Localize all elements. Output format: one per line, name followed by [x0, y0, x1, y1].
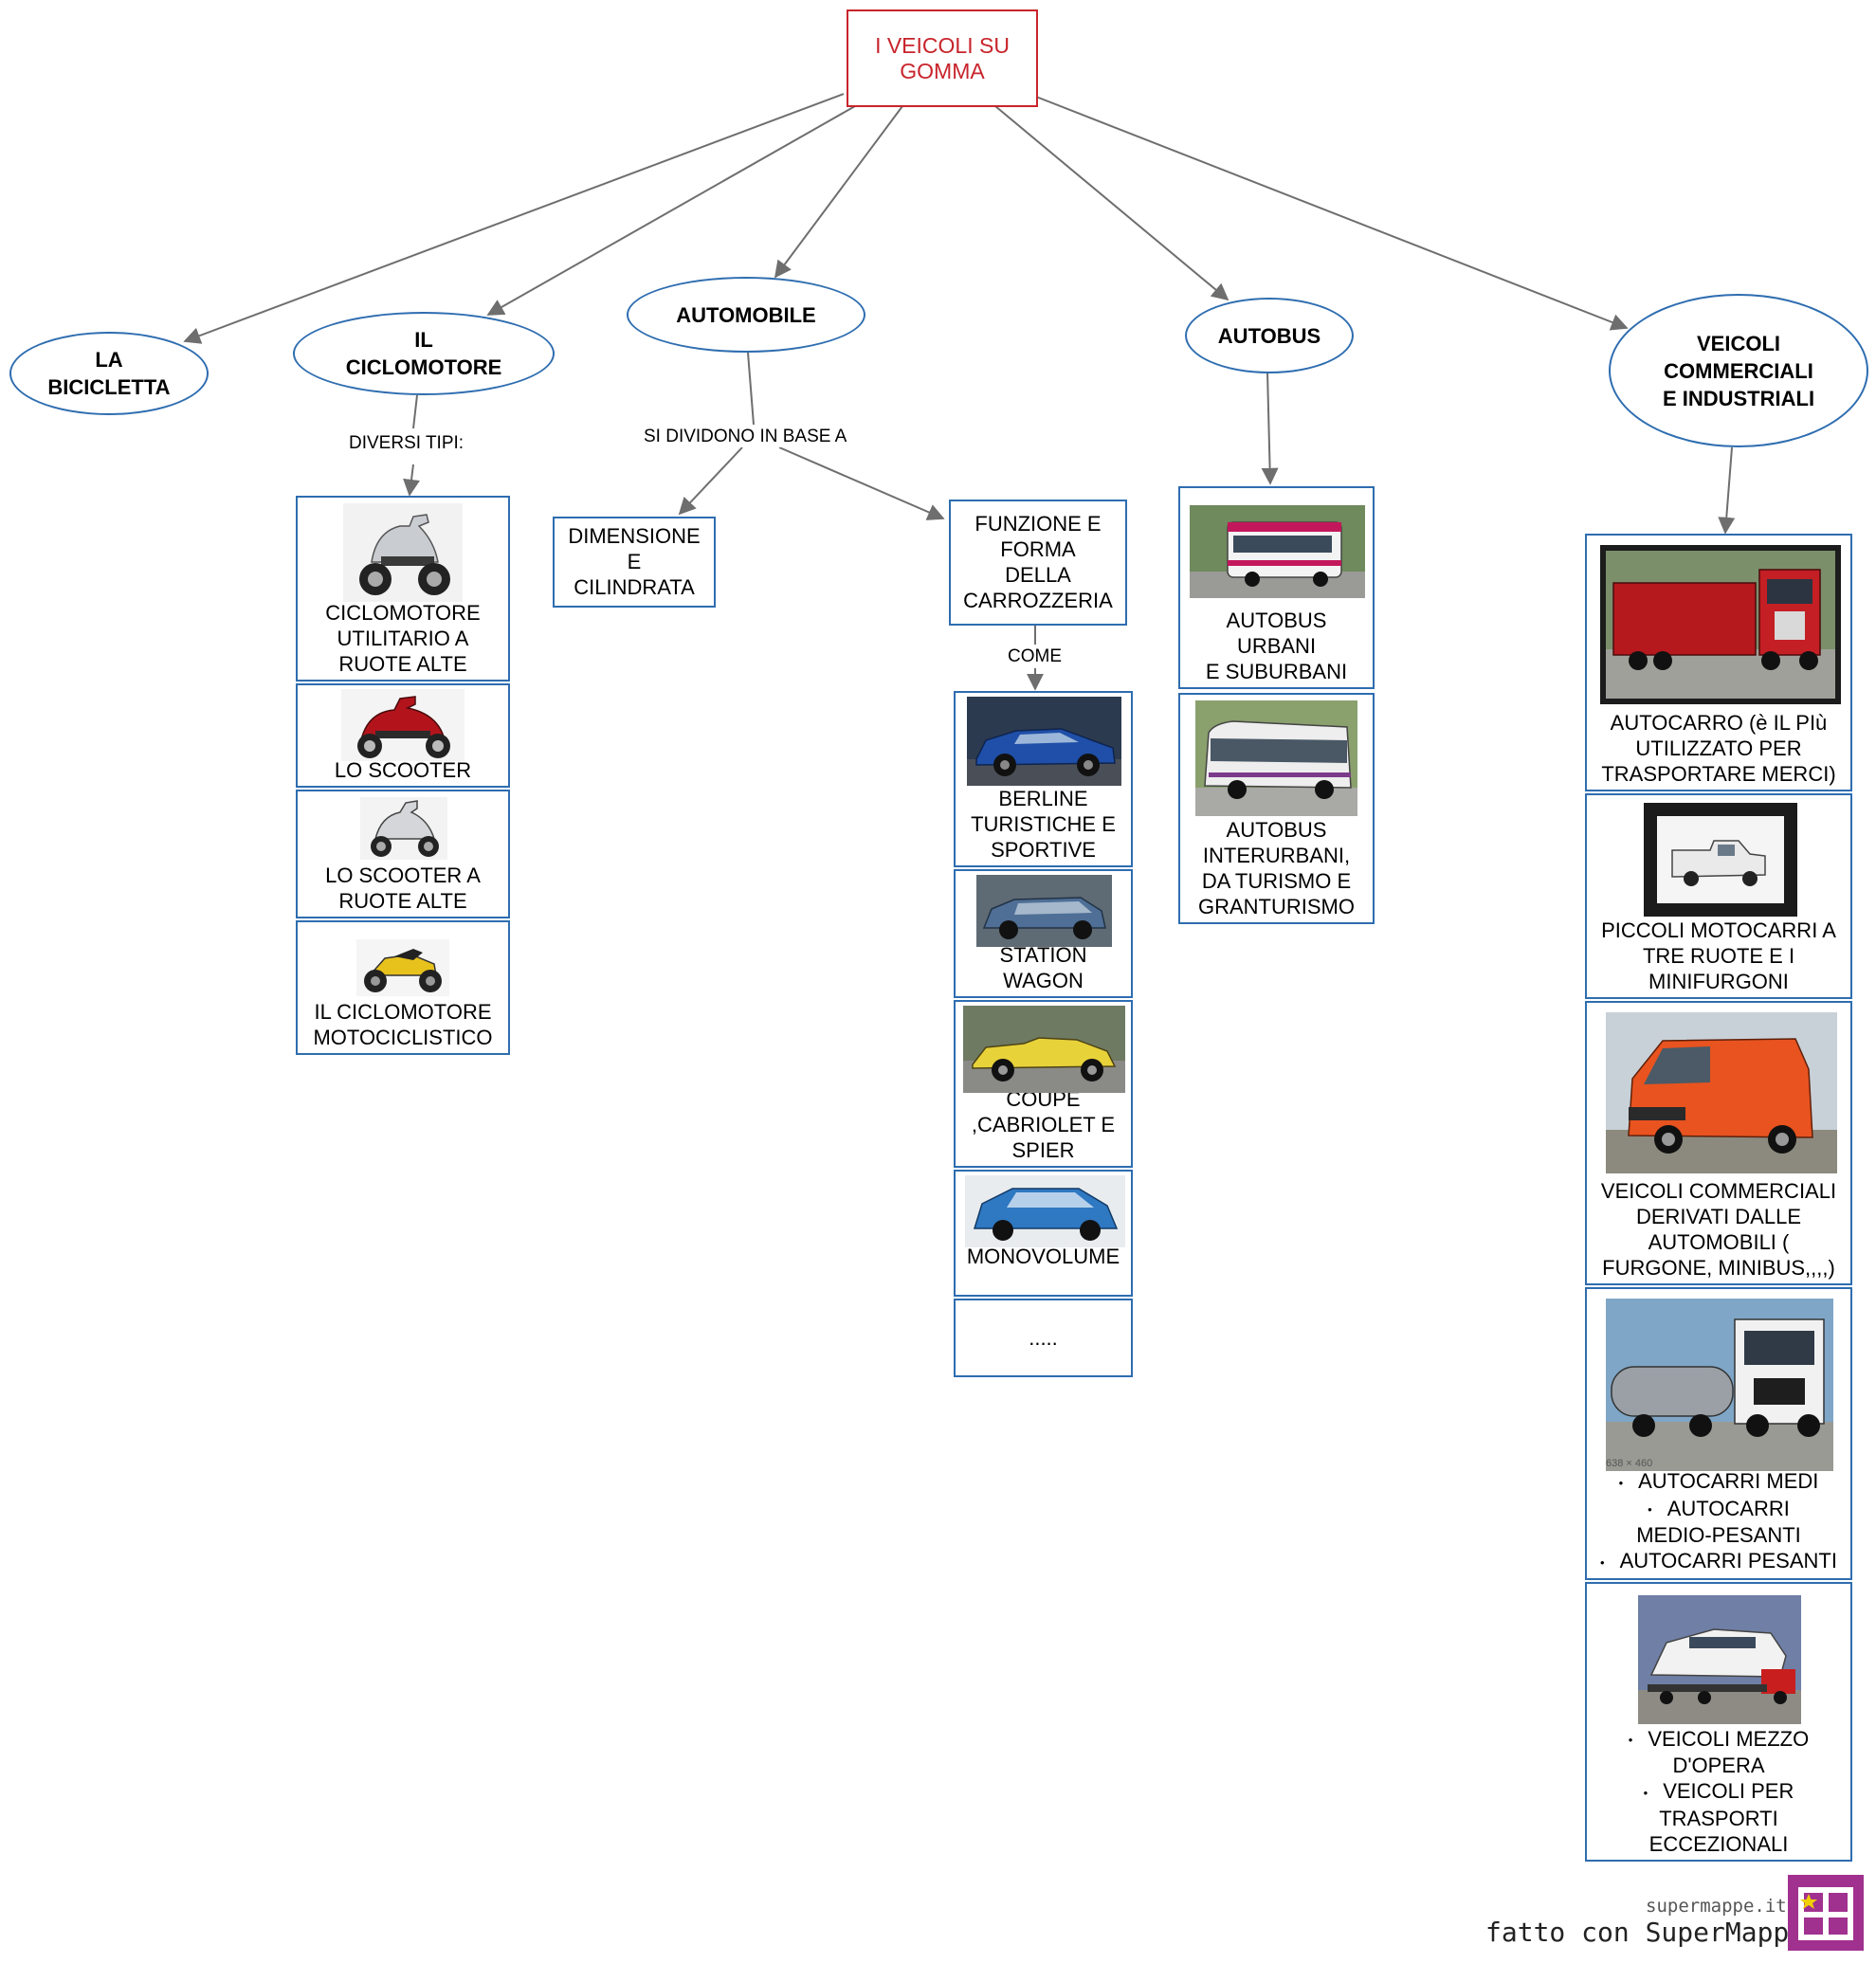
- commercial-motocarri[interactable]: PICCOLI MOTOCARRI A TRE RUOTE E I MINIFU…: [1585, 793, 1852, 999]
- autocarri-item: AUTOCARRI MEDI: [1600, 1468, 1837, 1496]
- scooter-red-icon: [341, 689, 464, 761]
- speciali-item: VEICOLI PER TRASPORTI ECCEZIONALI: [1629, 1778, 1809, 1857]
- tanker-size-caption: 638 × 460: [1606, 1458, 1653, 1469]
- commercial-autocarro[interactable]: AUTOCARRO (è IL PIù UTILIZZATO PER TRASP…: [1585, 534, 1852, 791]
- commercial-derivati-label: VEICOLI COMMERCIALI DERIVATI DALLE AUTOM…: [1600, 1179, 1837, 1280]
- ciclomotore-type-4-label: IL CICLOMOTORE MOTOCICLISTICO: [313, 1000, 493, 1049]
- ciclomotore-type-2[interactable]: LO SCOOTER: [296, 683, 510, 788]
- ciclomotore-type-3-label: LO SCOOTER A RUOTE ALTE: [325, 863, 481, 913]
- mini-truck-icon: [1644, 803, 1797, 917]
- link-label-come: COME: [1005, 646, 1065, 667]
- edge-root-bicicletta: [183, 93, 845, 344]
- tanker-truck-icon: [1606, 1299, 1833, 1471]
- car-type-monovolume[interactable]: MONOVOLUME: [954, 1170, 1133, 1297]
- boat-transport-icon: [1638, 1595, 1801, 1724]
- speciali-list: VEICOLI MEZZO D'OPERA VEICOLI PER TRASPO…: [1629, 1726, 1809, 1857]
- edge-label-dimensione: [678, 446, 743, 516]
- commercial-autocarri[interactable]: 638 × 460 AUTOCARRI MEDI AUTOCARRI MEDIO…: [1585, 1287, 1852, 1580]
- maxi-scooter-icon: [360, 797, 447, 860]
- sedan-car-icon: [967, 697, 1121, 786]
- node-bicicletta[interactable]: LA BICICLETTA: [9, 332, 209, 415]
- car-type-coupe[interactable]: COUPE ,CABRIOLET E SPIER: [954, 1000, 1133, 1168]
- edge-label-types: [403, 463, 420, 497]
- station-wagon-icon: [976, 875, 1112, 947]
- node-commerciali-label: VEICOLI COMMERCIALI E INDUSTRIALI: [1662, 331, 1815, 410]
- edge-commerciali-types: [1718, 446, 1736, 535]
- car-type-monovolume-label: MONOVOLUME: [966, 1245, 1120, 1268]
- edge-autobus-types: [1261, 371, 1279, 485]
- car-type-berline-label: BERLINE TURISTICHE E SPORTIVE: [971, 787, 1116, 862]
- autocarri-item: AUTOCARRI PESANTI: [1600, 1548, 1837, 1575]
- criterion-dimensione[interactable]: DIMENSIONE E CILINDRATA: [553, 517, 716, 608]
- node-autobus[interactable]: AUTOBUS: [1185, 298, 1354, 373]
- node-automobile-label: AUTOMOBILE: [676, 302, 816, 327]
- ciclomotore-type-1[interactable]: CICLOMOTORE UTILITARIO A RUOTE ALTE: [296, 496, 510, 682]
- footer-site[interactable]: supermappe.it: [1646, 1896, 1787, 1917]
- edge-root-autobus: [994, 105, 1229, 301]
- autocarri-list: AUTOCARRI MEDI AUTOCARRI MEDIO-PESANTI A…: [1600, 1468, 1837, 1575]
- link-label-diversi-tipi: DIVERSI TIPI:: [346, 433, 467, 454]
- bus-type-interurbani-label: AUTOBUS INTERURBANI, DA TURISMO E GRANTU…: [1198, 818, 1355, 918]
- bus-type-urbani[interactable]: AUTOBUS URBANI E SUBURBANI: [1178, 486, 1375, 689]
- ciclomotore-type-2-label: LO SCOOTER: [334, 758, 472, 782]
- edge-automobile-label: [747, 352, 755, 426]
- edge-ciclomotore-label: [412, 394, 418, 429]
- sport-motorcycle-icon: [356, 939, 449, 996]
- minivan-icon: [965, 1175, 1125, 1247]
- scooter-silver-icon: [343, 503, 463, 602]
- truck-trailer-icon: [1600, 545, 1841, 704]
- commercial-speciali[interactable]: VEICOLI MEZZO D'OPERA VEICOLI PER TRASPO…: [1585, 1582, 1852, 1862]
- ciclomotore-type-1-label: CICLOMOTORE UTILITARIO A RUOTE ALTE: [325, 601, 481, 676]
- ciclomotore-type-3[interactable]: LO SCOOTER A RUOTE ALTE: [296, 790, 510, 918]
- edge-label-funzione: [778, 446, 945, 520]
- car-type-coupe-label: COUPE ,CABRIOLET E SPIER: [971, 1087, 1116, 1162]
- node-ciclomotore-label: IL CICLOMOTORE: [345, 328, 502, 379]
- node-autobus-label: AUTOBUS: [1217, 323, 1321, 348]
- root-node[interactable]: I VEICOLI SU GOMMA: [847, 9, 1038, 107]
- link-label-si-dividono: SI DIVIDONO IN BASE A: [641, 427, 850, 447]
- criterion-dimensione-label: DIMENSIONE E CILINDRATA: [568, 524, 701, 599]
- car-type-berline[interactable]: BERLINE TURISTICHE E SPORTIVE: [954, 691, 1133, 867]
- van-icon: [1606, 1012, 1837, 1173]
- car-type-station-wagon[interactable]: STATION WAGON: [954, 869, 1133, 998]
- convertible-car-icon: [963, 1006, 1125, 1093]
- criterion-funzione[interactable]: FUNZIONE E FORMA DELLA CARROZZERIA: [949, 500, 1127, 626]
- speciali-item: VEICOLI MEZZO D'OPERA: [1629, 1726, 1809, 1779]
- bus-type-urbani-label: AUTOBUS URBANI E SUBURBANI: [1205, 609, 1348, 683]
- commercial-autocarro-label: AUTOCARRO (è IL PIù UTILIZZATO PER TRASP…: [1601, 711, 1836, 786]
- autocarri-item: AUTOCARRI MEDIO-PESANTI: [1600, 1496, 1837, 1549]
- car-type-station-wagon-label: STATION WAGON: [999, 943, 1087, 992]
- edge-root-ciclomotore: [486, 105, 856, 316]
- bus-type-interurbani[interactable]: AUTOBUS INTERURBANI, DA TURISMO E GRANTU…: [1178, 693, 1375, 924]
- footer-made-with: fatto con SuperMappe: [1485, 1917, 1806, 1948]
- commercial-derivati[interactable]: VEICOLI COMMERCIALI DERIVATI DALLE AUTOM…: [1585, 1001, 1852, 1285]
- node-ciclomotore[interactable]: IL CICLOMOTORE: [293, 312, 555, 395]
- node-automobile[interactable]: AUTOMOBILE: [627, 277, 865, 353]
- edge-root-commerciali: [1035, 96, 1629, 331]
- car-type-more[interactable]: .....: [954, 1299, 1133, 1377]
- city-bus-icon: [1190, 505, 1365, 598]
- supermappe-logo-icon[interactable]: [1788, 1875, 1864, 1951]
- car-type-more-label: .....: [1029, 1325, 1058, 1350]
- ciclomotore-type-4[interactable]: IL CICLOMOTORE MOTOCICLISTICO: [296, 920, 510, 1055]
- node-commerciali[interactable]: VEICOLI COMMERCIALI E INDUSTRIALI: [1609, 294, 1868, 447]
- edge-root-automobile: [774, 105, 903, 279]
- root-title: I VEICOLI SU GOMMA: [875, 32, 1010, 83]
- criterion-funzione-label: FUNZIONE E FORMA DELLA CARROZZERIA: [963, 512, 1113, 612]
- coach-bus-icon: [1195, 700, 1357, 816]
- node-bicicletta-label: LA BICICLETTA: [47, 348, 171, 399]
- commercial-motocarri-label: PICCOLI MOTOCARRI A TRE RUOTE E I MINIFU…: [1601, 918, 1836, 993]
